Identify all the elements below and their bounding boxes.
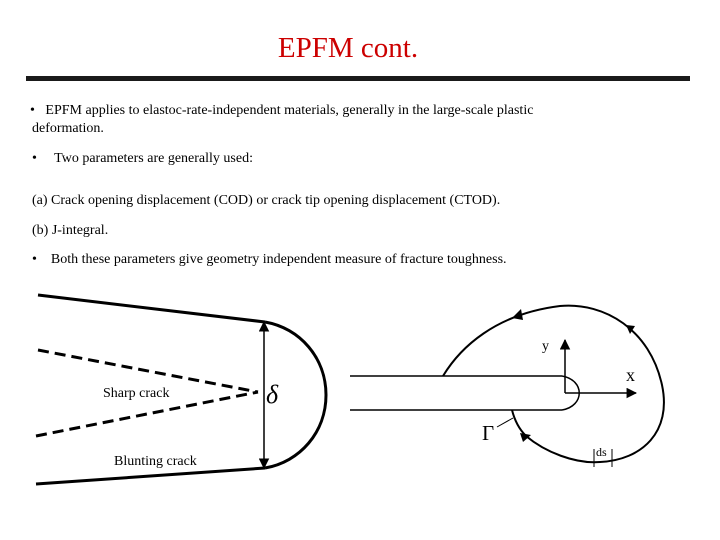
- sharp-crack-label: Sharp crack: [103, 386, 169, 401]
- sharp-crack-upper-face: [37, 348, 259, 394]
- bullet-line-2: • Two parameters are generally used:: [32, 150, 253, 168]
- delta-symbol: δ: [266, 380, 279, 409]
- bullet-line-1: • EPFM applies to elastoc-rate-independe…: [30, 102, 533, 120]
- contour-arrow-icon: [626, 325, 635, 334]
- blunting-crack-lower-face: [35, 466, 266, 486]
- blunting-crack-label: Blunting crack: [114, 454, 197, 469]
- bullet-icon: •: [32, 151, 37, 166]
- gamma-label: Γ: [482, 421, 494, 445]
- item-b: (b) J-integral.: [32, 223, 109, 238]
- y-axis-label: y: [542, 339, 549, 354]
- bullet-2-text: Two parameters are generally used:: [54, 151, 253, 166]
- bullet-line-1-cont: deformation.: [32, 121, 104, 136]
- contour-arrow-icon: [512, 309, 523, 320]
- item-a: (a) Crack opening displacement (COD) or …: [32, 193, 501, 208]
- bullet-1-text: EPFM applies to elastoc-rate-independent…: [45, 103, 534, 118]
- ds-label: ds: [596, 445, 607, 459]
- slide-title: EPFM cont.: [277, 32, 419, 64]
- blunting-crack-tip: [264, 320, 328, 470]
- gamma-leader-line: [496, 417, 514, 428]
- contour-arrow-icon: [520, 433, 531, 442]
- bullet-icon: •: [30, 103, 35, 118]
- bullet-icon: •: [32, 252, 37, 267]
- sharp-crack-lower-face: [35, 390, 259, 438]
- title-underline: [26, 76, 690, 81]
- blunting-crack-upper-face: [37, 293, 266, 324]
- x-axis-label: x: [626, 365, 635, 385]
- bullet-line-3: • Both these parameters give geometry in…: [32, 251, 507, 269]
- bullet-3-text: Both these parameters give geometry inde…: [50, 252, 507, 267]
